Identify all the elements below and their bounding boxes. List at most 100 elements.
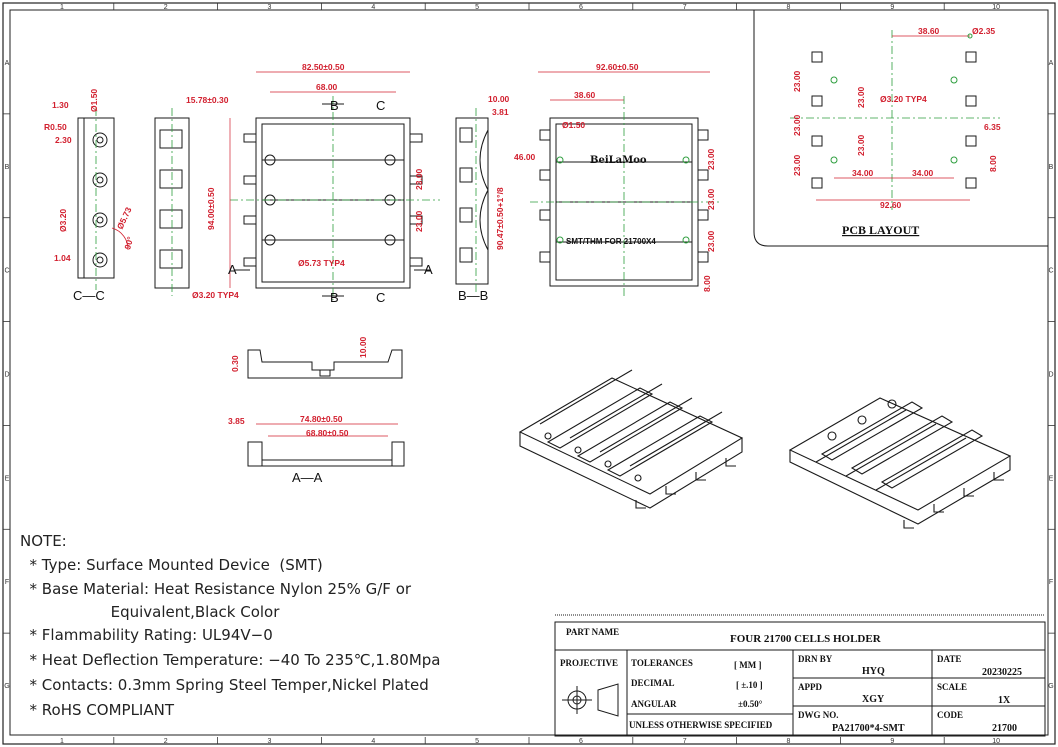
dim-2-30: 2.30 [55,135,72,145]
dim-74-80: 74.80±0.50 [300,414,343,424]
dim-90deg: 90° [122,235,135,251]
smt-text: SMT/THM FOR 21700X4 [566,237,656,246]
grid-col-bottom-9: 9 [890,738,894,745]
grid-col-top-1: 1 [60,4,64,11]
pcb-dim-34-00-b: 34.00 [912,168,934,178]
title-block-lines [554,614,1046,737]
dwg-no-value: PA21700*4-SMT [832,723,905,734]
dim-23-00-e: 23.00 [706,230,716,252]
pcb-layout-region [753,10,1048,247]
dim-r0-50: R0.50 [44,122,67,132]
view-side [247,349,403,379]
decimal-label: DECIMAL [631,678,675,688]
grid-col-top-3: 3 [268,4,272,11]
note-line-6: * Contacts: 0.3mm Spring Steel Temper,Ni… [20,676,429,694]
label-aa: A—A [292,470,323,485]
grid-col-bottom-5: 5 [475,738,479,745]
angular-label: ANGULAR [631,699,677,709]
pcb-dim-23-00-c: 23.00 [792,154,802,176]
part-name-label: PART NAME [566,627,619,637]
dim-90-47: 90.47±0.50+1°/8 [495,187,505,250]
grid-row-right-E: E [1049,475,1054,482]
grid-col-bottom-6: 6 [579,738,583,745]
dim-23-00-a: 23.00 [414,168,424,190]
dim-38-60: 38.60 [574,90,596,100]
grid-col-bottom-4: 4 [371,738,375,745]
scale-label: SCALE [937,682,967,692]
pcb-dim-8-00: 8.00 [988,155,998,172]
dim-10-00: 10.00 [488,94,510,104]
label-bb: B—B [458,288,488,303]
part-name: FOUR 21700 CELLS HOLDER [730,633,882,645]
grid-col-bottom-2: 2 [164,738,168,745]
unless-specified: UNLESS OTHERWISE SPECIFIED [629,720,773,730]
dim-d1-50: Ø1.50 [89,89,99,112]
dim-1-04: 1.04 [54,253,71,263]
grid-col-top-4: 4 [371,4,375,11]
iso-view-right [788,397,1012,529]
grid-row-right-C: C [1048,268,1053,275]
pcb-dim-d3-20: Ø3.20 TYP4 [880,94,927,104]
note-line-2: * Base Material: Heat Resistance Nylon 2… [20,580,412,598]
scale-value: 1X [998,695,1011,706]
grid-row-left-G: G [4,683,9,690]
pcb-dim-23-00-d: 23.00 [856,86,866,108]
section-b-top: B [330,98,339,113]
label-cc: C—C [73,288,105,303]
projection-symbol [562,683,619,717]
dim-10-00-b: 10.00 [358,336,368,358]
grid-row-right-F: F [1049,579,1053,586]
view-bottom [530,71,720,296]
grid-row-left-A: A [5,60,10,67]
dim-23-00-d: 23.00 [706,188,716,210]
dim-d1-50-b: Ø1.50 [562,120,585,130]
code-value: 21700 [992,723,1017,734]
pcb-dim-23-00-b: 23.00 [792,114,802,136]
grid-col-top-7: 7 [683,4,687,11]
note-line-4: * Flammability Rating: UL94V−0 [20,626,273,644]
pcb-dim-38-60: 38.60 [918,26,940,36]
note-line-5: * Heat Deflection Temperature: −40 To 23… [20,651,441,669]
dim-8-00: 8.00 [702,275,712,292]
grid-col-bottom-1: 1 [60,738,64,745]
grid-row-right-D: D [1048,372,1053,379]
grid-row-right-B: B [1049,164,1054,171]
grid-row-right-G: G [1048,683,1053,690]
dim-1-30: 1.30 [52,100,69,110]
bottom-view-holes [556,156,690,244]
drn-by-label: DRN BY [798,654,833,664]
dim-46-00: 46.00 [514,152,536,162]
grid-col-top-10: 10 [992,4,1000,11]
appd-value: XGY [862,694,885,705]
note-title: NOTE: [20,532,67,550]
date-label: DATE [937,654,961,664]
brand-text: BeiLaMoo [590,155,647,166]
dim-23-00-c: 23.00 [706,148,716,170]
projective-label: PROJECTIVE [560,658,618,668]
grid-row-left-C: C [4,268,9,275]
code-label: CODE [937,710,963,720]
section-a-right: A [424,262,433,277]
dim-d3-20-typ4: Ø3.20 TYP4 [192,290,239,300]
view-aa [247,423,405,467]
pcb-holes [830,33,973,164]
grid-col-bottom-3: 3 [268,738,272,745]
section-c-bottom: C [376,290,385,305]
dim-d5-73: Ø5.73 [115,205,134,230]
note-line-3: Equivalent,Black Color [20,603,280,621]
dim-d5-73-typ4: Ø5.73 TYP4 [298,258,345,268]
grid-row-right-A: A [1049,60,1054,67]
pcb-dim-d2-35: Ø2.35 [972,26,995,36]
grid-col-top-6: 6 [579,4,583,11]
view-cc [77,108,129,290]
dim-82-50: 82.50±0.50 [302,62,345,72]
dim-68-80: 68.80±0.50 [306,428,349,438]
dim-68-00: 68.00 [316,82,338,92]
section-b-bottom: B [330,290,339,305]
section-a-left: A [228,262,237,277]
dim-3-85: 3.85 [228,416,245,426]
iso-view-left [518,369,744,509]
grid-col-top-9: 9 [890,4,894,11]
pcb-dim-34-00-a: 34.00 [852,168,874,178]
